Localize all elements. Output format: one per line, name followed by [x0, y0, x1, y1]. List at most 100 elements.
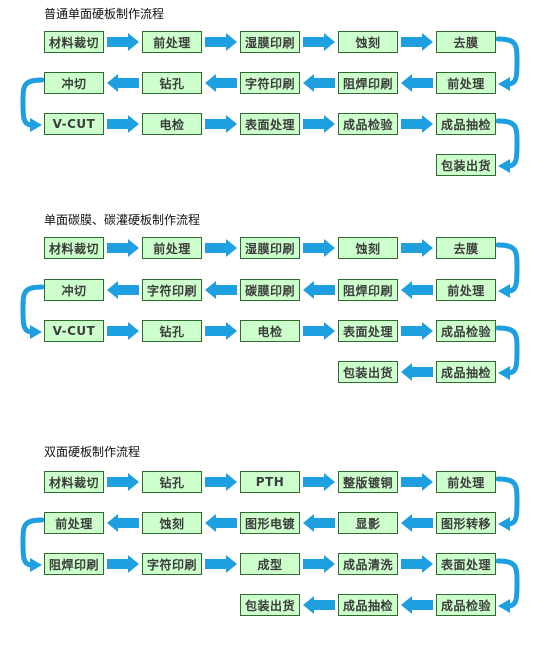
section-title: 双面硬板制作流程	[44, 445, 141, 459]
flow-arrow-right	[205, 33, 237, 51]
flow-arrow-turn-right	[495, 36, 520, 91]
flow-arrow-right	[107, 322, 139, 340]
flow-arrow-turn-right	[495, 558, 520, 613]
process-step-box: 前处理	[436, 279, 496, 301]
process-step-box: 钻孔	[142, 471, 202, 493]
flow-arrow-left	[401, 514, 433, 532]
section-title: 普通单面硬板制作流程	[44, 7, 165, 21]
flow-arrow-right	[303, 322, 335, 340]
process-step-box: 显影	[338, 512, 398, 534]
flow-arrow-right	[401, 115, 433, 133]
flow-arrow-left	[107, 281, 139, 299]
flow-arrow-right	[401, 473, 433, 491]
process-step-box: 去膜	[436, 31, 496, 53]
flow-arrow-left	[401, 281, 433, 299]
flow-arrow-right	[205, 473, 237, 491]
flow-arrow-left	[205, 514, 237, 532]
process-step-box: 碳膜印刷	[240, 279, 300, 301]
flow-arrow-right	[107, 239, 139, 257]
process-step-box: 表面处理	[338, 320, 398, 342]
process-step-box: 材料裁切	[44, 471, 104, 493]
process-step-box: 成型	[240, 553, 300, 575]
flow-arrow-right	[303, 115, 335, 133]
process-step-box: 蚀刻	[338, 31, 398, 53]
flow-arrow-right	[205, 115, 237, 133]
flow-arrow-right	[107, 115, 139, 133]
flow-arrow-left	[205, 74, 237, 92]
flow-arrow-left	[205, 281, 237, 299]
process-step-box: 阻焊印刷	[338, 72, 398, 94]
process-step-box: 钻孔	[142, 72, 202, 94]
process-step-box: 前处理	[44, 512, 104, 534]
process-step-box: 阻焊印刷	[44, 553, 104, 575]
flow-arrow-left	[303, 74, 335, 92]
flow-arrow-turn-left	[20, 517, 45, 572]
process-step-box: 蚀刻	[338, 237, 398, 259]
process-step-box: 成品抽检	[436, 113, 496, 135]
process-step-box: 成品检验	[436, 320, 496, 342]
flow-arrow-left	[107, 514, 139, 532]
process-step-box: 字符印刷	[142, 553, 202, 575]
process-step-box: 表面处理	[240, 113, 300, 135]
flow-arrow-right	[303, 239, 335, 257]
flow-arrow-left	[303, 281, 335, 299]
flow-arrow-right	[401, 322, 433, 340]
process-step-box: 电检	[142, 113, 202, 135]
process-step-box: 成品抽检	[436, 361, 496, 383]
flow-arrow-right	[107, 555, 139, 573]
process-step-box: 成品清洗	[338, 553, 398, 575]
flow-arrow-left	[303, 596, 335, 614]
section-title: 单面碳膜、碳灌硬板制作流程	[44, 213, 201, 227]
flow-arrow-turn-left	[20, 77, 45, 132]
process-step-box: 材料裁切	[44, 237, 104, 259]
process-step-box: V-CUT	[44, 320, 104, 342]
process-step-box: 字符印刷	[240, 72, 300, 94]
process-step-box: 湿膜印刷	[240, 31, 300, 53]
flow-arrow-left	[303, 514, 335, 532]
process-step-box: 冲切	[44, 72, 104, 94]
process-step-box: 字符印刷	[142, 279, 202, 301]
flow-arrow-right	[205, 239, 237, 257]
process-step-box: 前处理	[436, 471, 496, 493]
flow-arrow-right	[303, 555, 335, 573]
process-step-box: 成品检验	[436, 594, 496, 616]
process-step-box: V-CUT	[44, 113, 104, 135]
process-step-box: 包装出货	[338, 361, 398, 383]
process-step-box: 前处理	[142, 237, 202, 259]
process-step-box: 包装出货	[436, 154, 496, 176]
process-step-box: 前处理	[436, 72, 496, 94]
flow-arrow-left	[401, 74, 433, 92]
flow-arrow-turn-right	[495, 118, 520, 173]
process-step-box: 图形转移	[436, 512, 496, 534]
flow-arrow-turn-right	[495, 325, 520, 380]
process-step-box: 图形电镀	[240, 512, 300, 534]
flow-arrow-right	[401, 239, 433, 257]
process-step-box: 阻焊印刷	[338, 279, 398, 301]
process-step-box: 表面处理	[436, 553, 496, 575]
process-step-box: 去膜	[436, 237, 496, 259]
process-step-box: 蚀刻	[142, 512, 202, 534]
flow-arrow-left	[107, 74, 139, 92]
flow-arrow-right	[107, 33, 139, 51]
process-step-box: 钻孔	[142, 320, 202, 342]
flow-arrow-turn-right	[495, 242, 520, 298]
flow-arrow-right	[107, 473, 139, 491]
process-step-box: 包装出货	[240, 594, 300, 616]
process-step-box: 湿膜印刷	[240, 237, 300, 259]
flow-arrow-right	[401, 33, 433, 51]
process-step-box: 成品检验	[338, 113, 398, 135]
flow-arrow-turn-left	[20, 284, 45, 339]
flow-arrow-right	[205, 322, 237, 340]
process-step-box: 冲切	[44, 279, 104, 301]
flow-arrow-left	[401, 596, 433, 614]
flow-arrow-turn-right	[495, 476, 520, 531]
process-step-box: PTH	[240, 471, 300, 493]
flow-arrow-right	[205, 555, 237, 573]
process-step-box: 成品抽检	[338, 594, 398, 616]
flow-arrow-right	[303, 473, 335, 491]
process-step-box: 电检	[240, 320, 300, 342]
flow-arrow-right	[401, 555, 433, 573]
flow-arrow-left	[401, 363, 433, 381]
process-step-box: 前处理	[142, 31, 202, 53]
flow-arrow-right	[303, 33, 335, 51]
